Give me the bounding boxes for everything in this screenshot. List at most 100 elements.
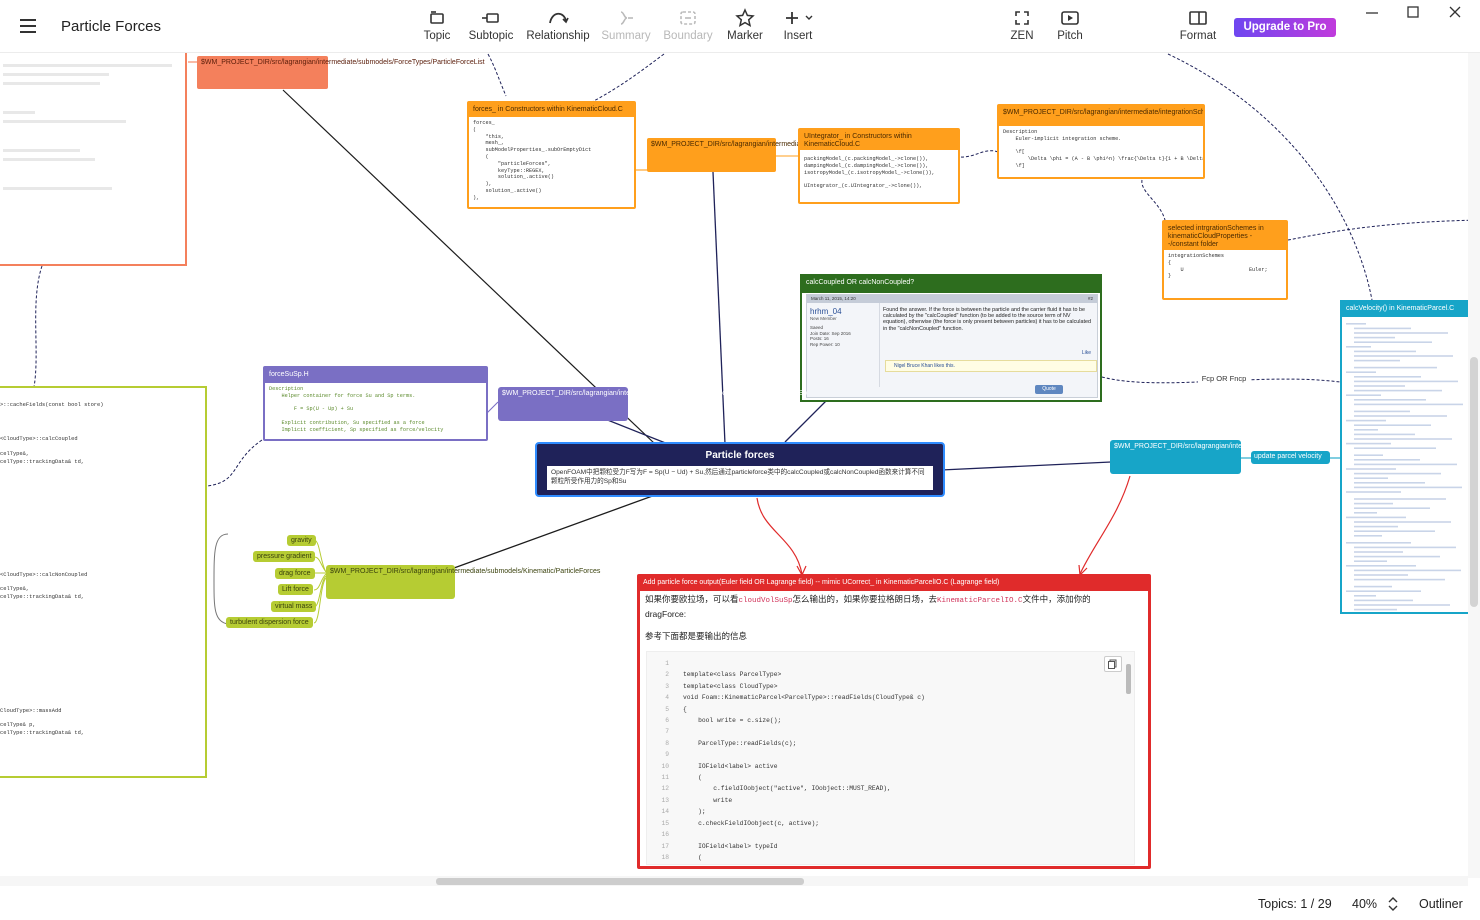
relationship-line [1079,475,1131,575]
code-preview-line [1354,477,1388,479]
vertical-scrollbar[interactable] [1468,52,1480,878]
line-number: 2 [665,671,669,679]
code-preview-line [1354,438,1452,440]
relationship-button[interactable]: Relationship [526,8,590,42]
calcvelocity-node[interactable]: calcVelocity() in KinematicParcel.C [1340,300,1480,614]
subtopic-bracket [213,533,229,625]
format-icon [1189,11,1207,25]
pitch-button[interactable]: Pitch [1054,8,1086,42]
particle-forces-path-node[interactable]: $WM_PROJECT_DIR/src/lagrangian/intermedi… [326,565,600,599]
force-turbulent-dispersion[interactable]: turbulent dispersion force [226,617,313,628]
forcesusp-path-node[interactable]: $WM_PROJECT_DIR/src/lagrangian/intermedi… [498,387,807,421]
code-preview-line [1354,498,1446,500]
boundary-button[interactable]: Boundary [662,8,714,42]
force-drag[interactable]: drag force [275,568,315,579]
code-preview-line [1346,613,1426,614]
code-preview-line [1346,590,1421,592]
marker-button[interactable]: Marker [726,8,764,42]
format-button[interactable]: Format [1178,8,1218,42]
force-gravity[interactable]: gravity [287,535,316,546]
relationship-line [33,265,43,388]
code-preview-line [1346,323,1366,325]
zoom-level[interactable]: 40% [1352,897,1378,911]
code-preview-line [1354,403,1463,406]
code-preview-line [1354,535,1382,537]
line-number: 10 [661,762,669,770]
line-number: 4 [665,694,669,702]
output-note-node[interactable]: Add particle force output(Euler field OR… [637,574,1151,869]
relationship-label[interactable]: Fcp OR Fncp [1198,372,1250,383]
line-number: 11 [661,774,669,782]
forces-constructor-node[interactable]: forces_ in Constructors within Kinematic… [467,101,636,209]
uintegrator-node[interactable]: UIntegrator_ in Constructors within Kine… [798,128,960,204]
code-line: 11 ( [653,772,1113,783]
line-number: 13 [661,796,669,804]
maximize-icon[interactable] [1401,4,1425,22]
forcesusp-node[interactable]: forceSuSp.H Description Helper container… [263,366,488,441]
code-preview-line [1346,565,1416,567]
subtopic-button[interactable]: Subtopic [466,8,516,42]
copy-icon[interactable] [1104,656,1122,672]
branch-line [486,401,499,414]
horizontal-scroll-thumb[interactable] [436,878,804,885]
code-preview-line [1354,415,1447,417]
forcelist-path-node[interactable]: $WM_PROJECT_DIR/src/lagrangian/intermedi… [197,56,485,89]
upgrade-button[interactable]: Upgrade to Pro [1234,18,1336,37]
relationship-line [1141,179,1166,221]
force-lift[interactable]: Lift force [278,584,313,595]
topic-icon [430,11,444,24]
branch-line [313,577,327,624]
zen-button[interactable]: ZEN [1008,8,1036,42]
code-text: IOField<label> active [683,762,778,770]
topic-button[interactable]: Topic [421,8,453,42]
line-number: 12 [661,785,669,793]
line-number: 14 [661,808,669,816]
close-icon[interactable] [1443,4,1467,22]
code-preview-line [1354,410,1410,413]
insert-button[interactable]: Insert [778,8,818,42]
minimize-icon[interactable] [1360,4,1384,22]
code-line: 7 [653,726,1113,737]
integration-schemes-node[interactable]: selected intrgrationSchemes in kinematic… [1162,220,1288,300]
top-toolbar: Particle Forces Topic Subtopic Relations… [0,0,1480,53]
code-preview-line [1354,560,1387,562]
line-number: 8 [665,739,669,747]
force-virtual-mass[interactable]: virtual mass [271,601,317,612]
kinematic-parcel-path-node[interactable]: $WM_PROJECT_DIR/src/lagrangian/intermedi… [1110,440,1380,474]
calccoupled-node[interactable]: calcCoupled OR calcNonCoupled? March 11,… [800,274,1102,402]
code-preview-line [1354,512,1377,514]
code-preview-line [1354,486,1462,489]
left-code-panel-bottom[interactable]: >::cacheFields(const bool store) <CloudT… [0,386,207,778]
outliner-button[interactable]: Outliner [1419,897,1463,911]
menu-icon[interactable] [16,14,42,38]
mindmap-canvas[interactable]: Fcp OR Fncp $WM_PROJECT_DIR/src/lagrangi… [0,52,1480,878]
code-preview-line [1354,366,1437,369]
code-preview-line [1354,555,1440,558]
marker-star-icon [735,8,755,28]
force-pressure-gradient[interactable]: pressure gradient [253,551,316,562]
integration-scheme-node[interactable]: $WM_PROJECT_DIR/src/lagrangian/intermedi… [997,104,1205,179]
relationship-line [487,53,507,97]
code-preview-line [1346,419,1386,422]
kinematic-cloud-path-node[interactable]: $WM_PROJECT_DIR/src/lagrangian/intermedi… [647,138,913,172]
left-code-panel-top[interactable] [0,52,187,266]
relationship-line [1287,219,1480,241]
code-preview-line [1354,376,1421,378]
central-topic[interactable]: Particle forces OpenFOAM中把颗粒受力F写为F = Sp(… [535,442,945,497]
code-scrollbar[interactable] [1126,654,1132,859]
code-preview-line [1354,350,1416,353]
code-line: 15 c.checkFieldIOobject(c, active); [653,818,1113,829]
relationship-line [591,53,665,103]
summary-button[interactable]: Summary [600,8,652,42]
topics-count: Topics: 1 / 29 [1258,897,1332,911]
code-preview-line [1346,542,1411,544]
code-preview-line [1354,424,1431,426]
stepper-icon[interactable] [1387,895,1399,913]
code-preview-line [1354,482,1425,484]
code-text: ( [683,774,702,782]
line-number: 16 [661,831,669,839]
code-line: 8 ParcelType::readFields(c); [653,738,1113,749]
code-preview-line [1354,595,1376,597]
update-velocity-node[interactable]: update parcel velocity [1251,451,1330,464]
